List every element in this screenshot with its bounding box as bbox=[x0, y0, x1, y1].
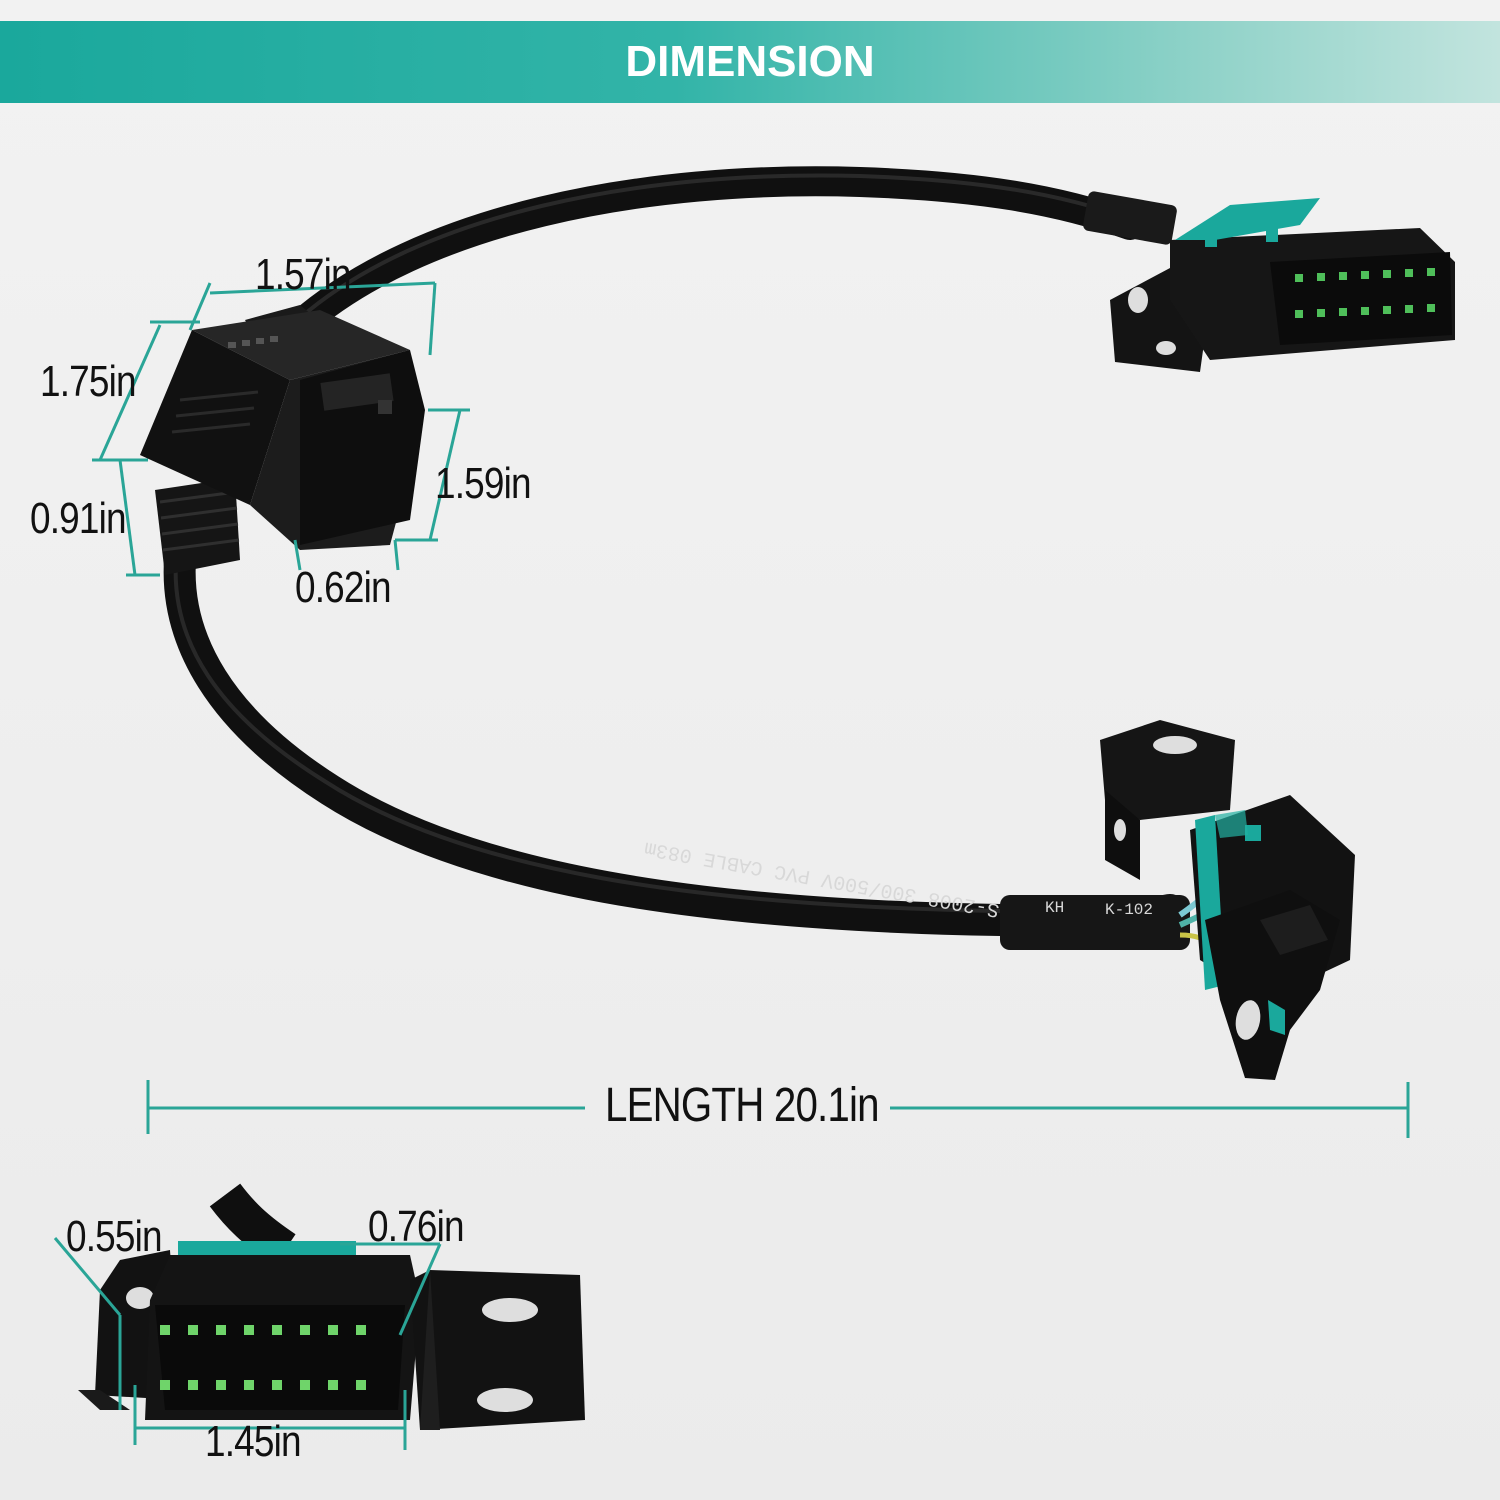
lower-socket bbox=[1100, 720, 1355, 1080]
dim-tab-width-label: 0.76in bbox=[368, 1202, 465, 1251]
dim-socket-width-label: 1.45in bbox=[205, 1417, 302, 1466]
dim-side-depth-label: 1.75in bbox=[40, 357, 137, 406]
dim-top-width-label: 1.57in bbox=[255, 250, 352, 299]
dim-pin-offset-label: 0.55in bbox=[66, 1212, 163, 1261]
dimension-lines bbox=[53, 281, 1410, 1450]
upper-cable bbox=[285, 166, 1177, 340]
cable-print-marker-1: KH bbox=[1045, 899, 1064, 917]
cable-print-marker-2: K-102 bbox=[1105, 901, 1153, 919]
front-socket-pins bbox=[160, 1325, 366, 1390]
dim-height-label: 1.59in bbox=[435, 459, 532, 508]
right-angle-plug bbox=[140, 305, 425, 575]
dimension-banner: DIMENSION bbox=[0, 21, 1500, 103]
dim-cable-height-label: 0.91in bbox=[30, 494, 127, 543]
lower-cable bbox=[163, 544, 1224, 950]
upper-socket bbox=[1110, 198, 1455, 372]
dim-plug-depth-label: 0.62in bbox=[295, 563, 392, 612]
front-view-socket bbox=[78, 1183, 585, 1430]
banner-title: DIMENSION bbox=[625, 37, 875, 86]
cable-length-label: LENGTH 20.1in bbox=[605, 1079, 880, 1132]
upper-socket-pins bbox=[1295, 268, 1435, 318]
